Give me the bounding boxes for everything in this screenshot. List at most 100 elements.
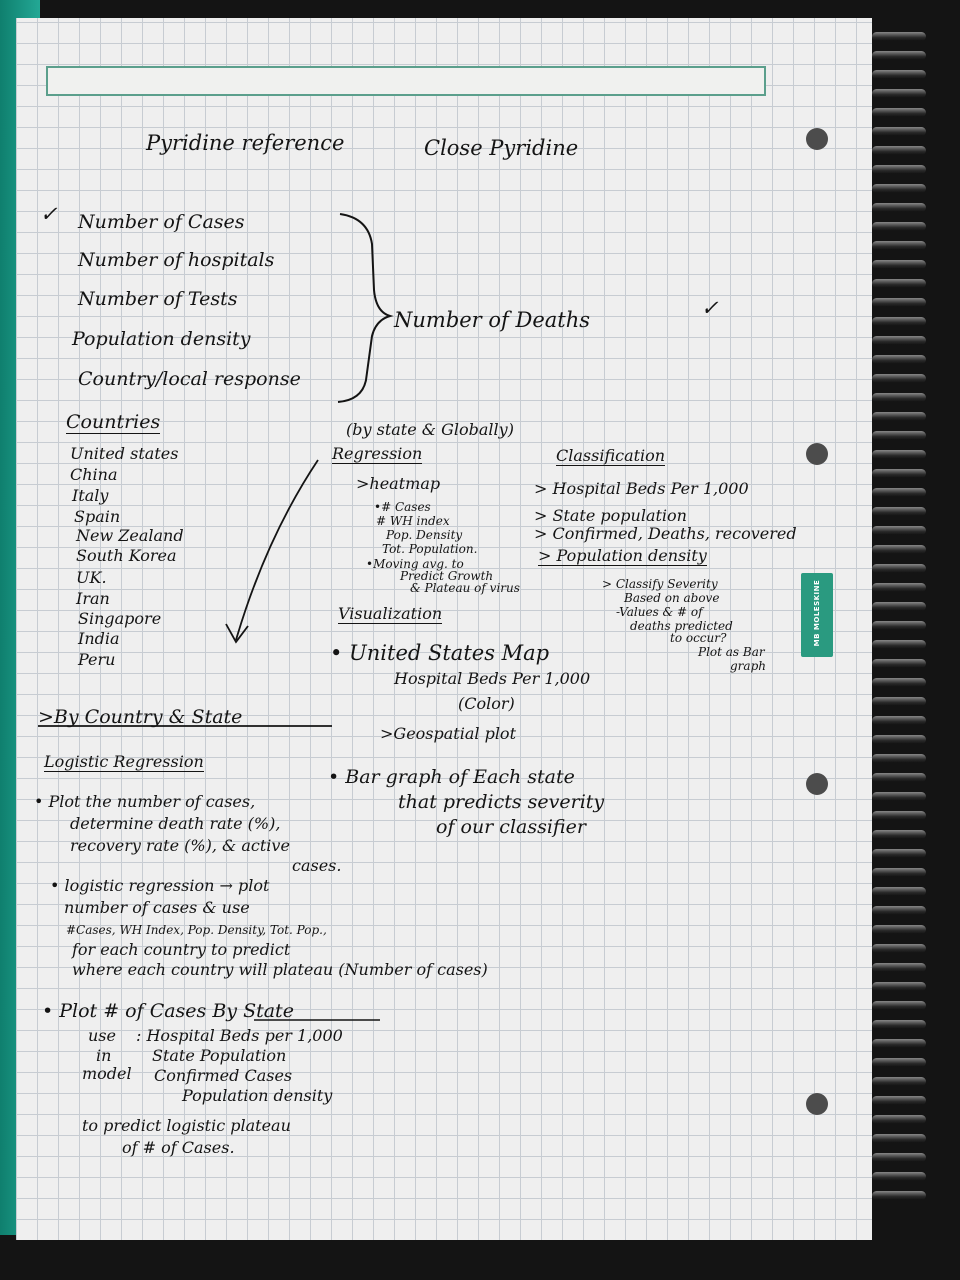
coil-ring <box>872 982 926 991</box>
coil-ring <box>872 374 926 383</box>
coil-ring <box>872 260 926 269</box>
coil-ring <box>872 678 926 687</box>
notebook-logo: MB MOLESKINE <box>801 573 833 657</box>
binder-hole <box>806 128 828 150</box>
coil-ring <box>872 336 926 345</box>
coil-ring <box>872 355 926 364</box>
coil-ring <box>872 735 926 744</box>
factor-item: Number of hospitals <box>78 249 275 271</box>
severity-line: graph <box>730 659 766 673</box>
coil-ring <box>872 792 926 801</box>
coil-ring <box>872 1172 926 1181</box>
coil-ring <box>872 488 926 497</box>
coil-ring <box>872 431 926 440</box>
country-item: Peru <box>78 650 116 669</box>
logistic-line: • Plot the number of cases, <box>34 792 256 811</box>
severity-line: to occur? <box>670 631 727 645</box>
model-label: model <box>82 1064 132 1083</box>
logistic-line: cases. <box>292 856 342 875</box>
title-box <box>46 66 766 96</box>
scope-note: (by state & Globally) <box>346 420 514 439</box>
coil-ring <box>872 1153 926 1162</box>
countries-heading: Countries <box>66 411 161 434</box>
coil-ring <box>872 393 926 402</box>
logistic-line: where each country will plateau (Number … <box>72 960 488 979</box>
coil-ring <box>872 1020 926 1029</box>
model-label: in <box>96 1046 112 1065</box>
header-right-title: Close Pyridine <box>424 136 579 160</box>
country-item: Singapore <box>78 609 162 628</box>
coil-ring <box>872 659 926 668</box>
country-item: South Korea <box>76 546 177 565</box>
us-map-sub: Hospital Beds Per 1,000 <box>394 669 591 688</box>
coil-ring <box>872 830 926 839</box>
country-item: United states <box>70 444 179 463</box>
coil-ring <box>872 697 926 706</box>
arrow-head <box>225 623 249 644</box>
country-item: Italy <box>72 486 109 505</box>
binder-hole <box>806 1093 828 1115</box>
coil-ring <box>872 222 926 231</box>
severity-line: Based on above <box>624 591 720 605</box>
coil-ring <box>872 716 926 725</box>
coil-ring <box>872 51 926 60</box>
regression-item: Predict Growth <box>400 569 494 583</box>
coil-ring <box>872 1115 926 1124</box>
coil-ring <box>872 146 926 155</box>
coil-ring <box>872 811 926 820</box>
logo-text: MB MOLESKINE <box>813 579 821 647</box>
by-country-heading: >By Country & State <box>38 706 243 728</box>
coil-ring <box>872 412 926 421</box>
bar-graph-line: of our classifier <box>436 816 586 838</box>
coil-ring <box>872 754 926 763</box>
coil-ring <box>872 279 926 288</box>
bar-graph-line: that predicts severity <box>398 791 605 813</box>
coil-ring <box>872 469 926 478</box>
regression-heading: Regression <box>332 444 423 464</box>
coil-ring <box>872 868 926 877</box>
coil-ring <box>872 70 926 79</box>
severity-line: > Classify Severity <box>602 577 718 591</box>
coil-ring <box>872 450 926 459</box>
outcome-label: Number of Deaths <box>394 308 591 332</box>
coil-ring <box>872 602 926 611</box>
country-item: China <box>70 465 118 484</box>
classification-item: > Confirmed, Deaths, recovered <box>534 524 797 543</box>
logistic-line: for each country to predict <box>72 940 291 959</box>
coil-ring <box>872 507 926 516</box>
model-input: : Hospital Beds per 1,000 <box>136 1026 343 1045</box>
spiral-binding <box>872 20 942 1240</box>
us-map-color: (Color) <box>458 694 515 713</box>
country-item: Iran <box>76 589 110 608</box>
logistic-heading: Logistic Regression <box>44 752 204 772</box>
outcome-check-mark: ✓ <box>701 296 719 320</box>
classification-heading: Classification <box>556 446 666 466</box>
factor-item: Number of Cases <box>78 211 245 233</box>
severity-line: -Values & # of <box>616 605 703 619</box>
regression-item: & Plateau of virus <box>410 581 520 595</box>
classification-item: > Hospital Beds Per 1,000 <box>534 479 749 498</box>
coil-ring <box>872 640 926 649</box>
coil-ring <box>872 583 926 592</box>
coil-ring <box>872 1039 926 1048</box>
coil-ring <box>872 165 926 174</box>
coil-ring <box>872 1077 926 1086</box>
coil-ring <box>872 925 926 934</box>
regression-item: Pop. Density <box>386 528 463 542</box>
coil-ring <box>872 1134 926 1143</box>
coil-ring <box>872 773 926 782</box>
country-item: India <box>78 629 120 648</box>
severity-line: deaths predicted <box>630 619 733 633</box>
country-item: Spain <box>74 507 121 526</box>
brace <box>337 213 394 403</box>
coil-ring <box>872 545 926 554</box>
coil-ring <box>872 317 926 326</box>
coil-ring <box>872 526 926 535</box>
geospatial-plot: >Geospatial plot <box>380 724 516 743</box>
check-mark: ✓ <box>40 202 58 226</box>
logistic-line: #Cases, WH Index, Pop. Density, Tot. Pop… <box>66 923 327 937</box>
regression-item: •# Cases <box>374 500 431 514</box>
classification-item: > State population <box>534 506 687 525</box>
factor-item: Number of Tests <box>78 288 238 310</box>
coil-ring <box>872 184 926 193</box>
